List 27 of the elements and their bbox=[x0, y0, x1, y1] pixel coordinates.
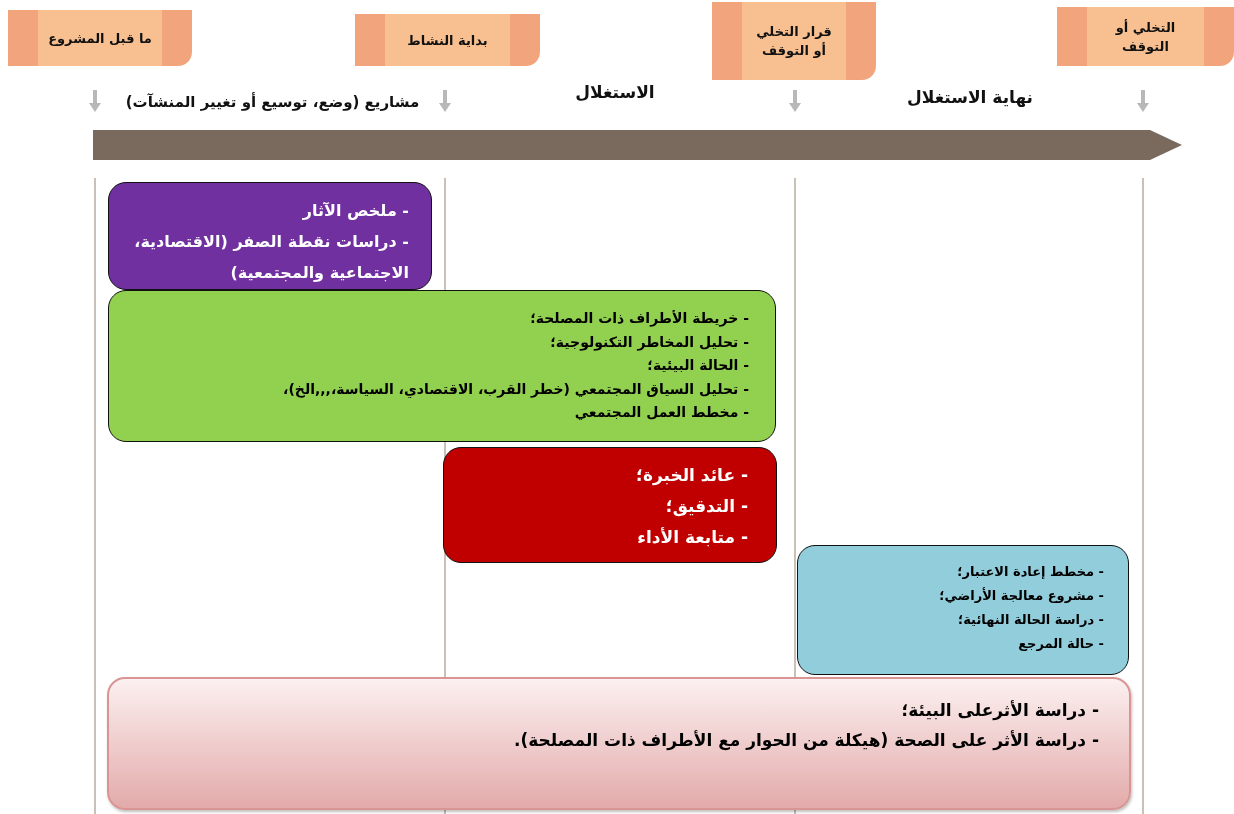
list-item: - دراسات نقطة الصفر (الاقتصادية، الاجتماعية والمجتمعية) bbox=[133, 231, 409, 284]
list-item: - متابعة الأداء bbox=[636, 526, 748, 549]
list-item: - تحليل السياق المجتمعي (خطر القرب، الاقتصادي، السياسة،,,,الخ)، bbox=[282, 379, 749, 400]
list-item: - عائد الخبرة؛ bbox=[635, 464, 748, 488]
list-item: - دراسة الأثر على الصحة (هيكلة من الحوار مع الأطراف ذات المصلحة). bbox=[513, 729, 1099, 753]
list-item: - مخطط إعادة الاعتبار؛ bbox=[956, 563, 1104, 581]
list-item: - دراسة الأثرعلى البيئة؛ bbox=[900, 699, 1099, 723]
list-item: - الحالة البيئية؛ bbox=[646, 356, 749, 375]
list-item: - مخطط العمل المجتمعي bbox=[573, 403, 749, 422]
list-box bbox=[108, 290, 776, 442]
list-box bbox=[797, 545, 1129, 675]
list-box bbox=[108, 182, 432, 290]
list-item: - تحليل المخاطر التكنولوجية؛ bbox=[549, 332, 749, 353]
list-item: - دراسة الحالة النهائية؛ bbox=[957, 611, 1104, 629]
phase-tab: التخلي أو التوقف bbox=[1057, 7, 1234, 66]
phase-tab: قرار التخلي أو التوقف bbox=[712, 2, 876, 80]
list-box bbox=[443, 447, 777, 563]
list-item: - حالة المرجع bbox=[1017, 635, 1104, 653]
list-item: - ملخص الآثار bbox=[301, 200, 409, 222]
phase-tab: ما قبل المشروع bbox=[8, 10, 192, 66]
phase-label: نهاية الاستغلال bbox=[906, 86, 1034, 109]
list-item: - خريطة الأطراف ذات المصلحة؛ bbox=[529, 309, 749, 329]
list-item: - مشروع معالجة الأراضي؛ bbox=[938, 586, 1104, 605]
phase-tab: بداية النشاط bbox=[355, 14, 540, 66]
list-box bbox=[107, 677, 1131, 810]
phase-label: الاستغلال bbox=[574, 81, 656, 104]
list-item: - التدقيق؛ bbox=[664, 495, 748, 519]
